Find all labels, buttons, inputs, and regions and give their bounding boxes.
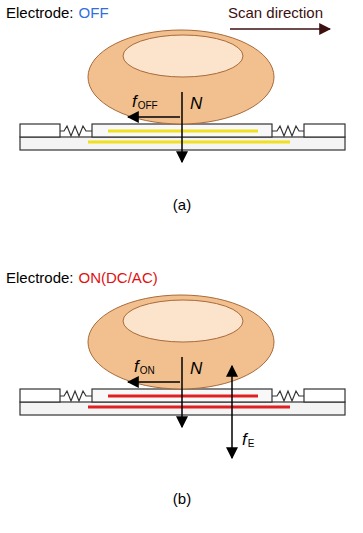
force-symbol: f	[132, 92, 137, 112]
heading-text: Electrode:	[6, 269, 74, 287]
force-symbol: N	[190, 359, 202, 379]
state-text: ON(DC/AC)	[79, 269, 158, 287]
force-symbol: f	[242, 430, 247, 450]
force-symbol: f	[134, 357, 139, 377]
scan-arrow	[230, 28, 330, 30]
anchor	[304, 389, 345, 402]
electrode-on	[108, 395, 258, 398]
panel-label: (a)	[173, 196, 191, 214]
fingernail	[123, 35, 243, 77]
force-subscript: E	[248, 438, 255, 450]
fingernail	[123, 300, 243, 342]
finger	[88, 30, 274, 124]
electrode-on	[88, 406, 290, 409]
force-symbol: N	[190, 94, 202, 114]
finger	[88, 295, 274, 389]
force-subscript: OFF	[138, 100, 158, 112]
spring	[60, 126, 92, 136]
friction-arrow	[128, 116, 180, 118]
force-subscript: ON	[140, 365, 155, 377]
electrode-off	[88, 141, 290, 144]
friction-arrow	[128, 381, 180, 383]
panel-label: (b)	[173, 490, 191, 508]
normal-force-arrow	[181, 92, 183, 162]
electrode-off	[108, 130, 258, 133]
spring	[272, 391, 304, 401]
normal-force-arrow	[181, 357, 183, 427]
electrostatic-force-arrow	[231, 366, 233, 458]
heading-text: Electrode:	[6, 4, 74, 22]
anchor	[304, 124, 345, 137]
spring	[60, 391, 92, 401]
anchor	[20, 124, 60, 137]
direction-label: Scan direction	[228, 4, 323, 22]
anchor	[20, 389, 60, 402]
state-text: OFF	[79, 4, 109, 22]
spring	[272, 126, 304, 136]
